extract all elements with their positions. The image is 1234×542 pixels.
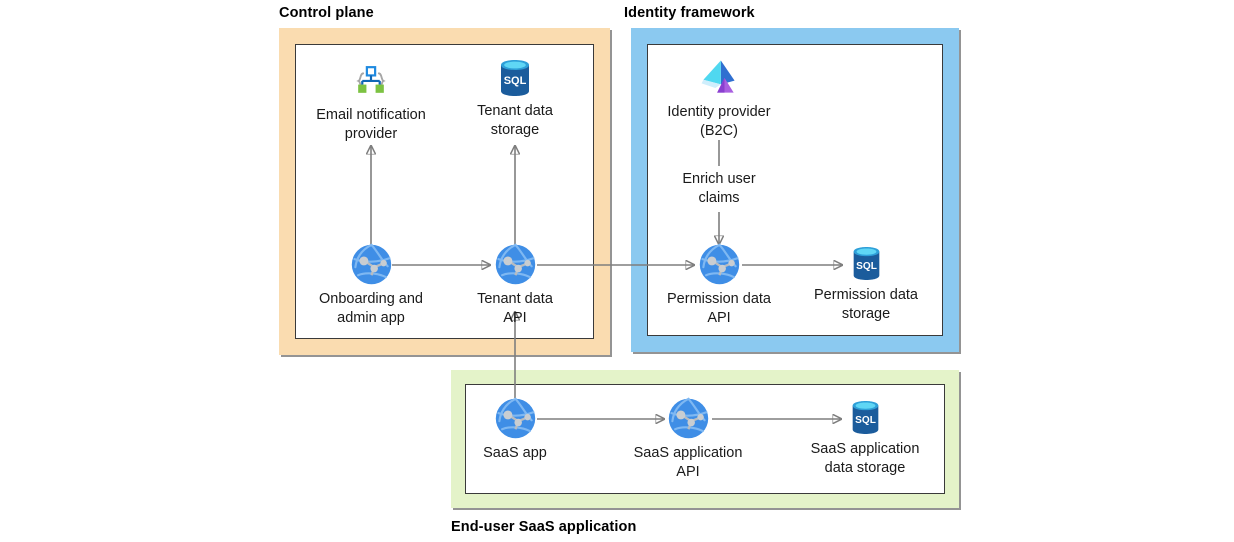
zone-label-end-user-saas-application: End-user SaaS application [451,519,637,535]
zone-control-plane-inner [295,44,594,339]
node-label-saas-application-api: SaaS application API [633,445,743,480]
edge-label-enrich-user-claims: Enrich user claims [682,171,756,206]
node-saas-app[interactable]: SaaS app [425,397,605,463]
svg-text:SQL: SQL [855,415,876,426]
node-label-tenant-data-api: Tenant data API [477,291,553,326]
app-service-icon [350,243,393,286]
zone-control-plane [279,28,610,355]
node-permission-data-api[interactable]: Permission data API [629,243,809,328]
node-saas-application-data-storage[interactable]: SQL SaaS application data storage [775,399,955,478]
app-service-icon [494,243,537,286]
node-email-notification-provider[interactable]: Email notification provider [281,58,461,144]
zone-identity-framework [631,28,959,352]
node-label-email-notification-provider: Email notification provider [316,107,426,142]
node-permission-data-storage[interactable]: SQL Permission data storage [776,245,956,324]
node-label-permission-data-storage: Permission data storage [814,287,918,322]
node-label-saas-app: SaaS app [483,445,547,461]
azure-ad-b2c-icon [697,55,741,99]
node-tenant-data-api[interactable]: Tenant data API [425,243,605,328]
node-tenant-data-storage[interactable]: SQL Tenant data storage [425,58,605,140]
app-service-icon [698,243,741,286]
node-saas-application-api[interactable]: SaaS application API [598,397,778,482]
zone-label-identity-framework: Identity framework [624,5,755,21]
node-label-tenant-data-storage: Tenant data storage [477,103,553,138]
svg-text:SQL: SQL [856,261,877,272]
zone-identity-framework-inner [647,44,943,336]
node-identity-provider-b2c[interactable]: Identity provider (B2C) [629,55,809,141]
sql-database-icon: SQL [849,399,882,436]
sql-database-icon: SQL [497,58,533,98]
svg-text:SQL: SQL [504,75,527,87]
node-onboarding-and-admin-app[interactable]: Onboarding and admin app [281,243,461,328]
app-service-icon [667,397,710,440]
app-service-icon [494,397,537,440]
node-label-onboarding-and-admin-app: Onboarding and admin app [319,291,423,326]
node-label-saas-application-data-storage: SaaS application data storage [810,441,920,476]
node-label-identity-provider-b2c: Identity provider (B2C) [667,104,771,139]
sql-database-icon: SQL [850,245,883,282]
zone-label-control-plane: Control plane [279,5,374,21]
logic-apps-icon [349,58,393,102]
node-label-permission-data-api: Permission data API [667,291,771,326]
